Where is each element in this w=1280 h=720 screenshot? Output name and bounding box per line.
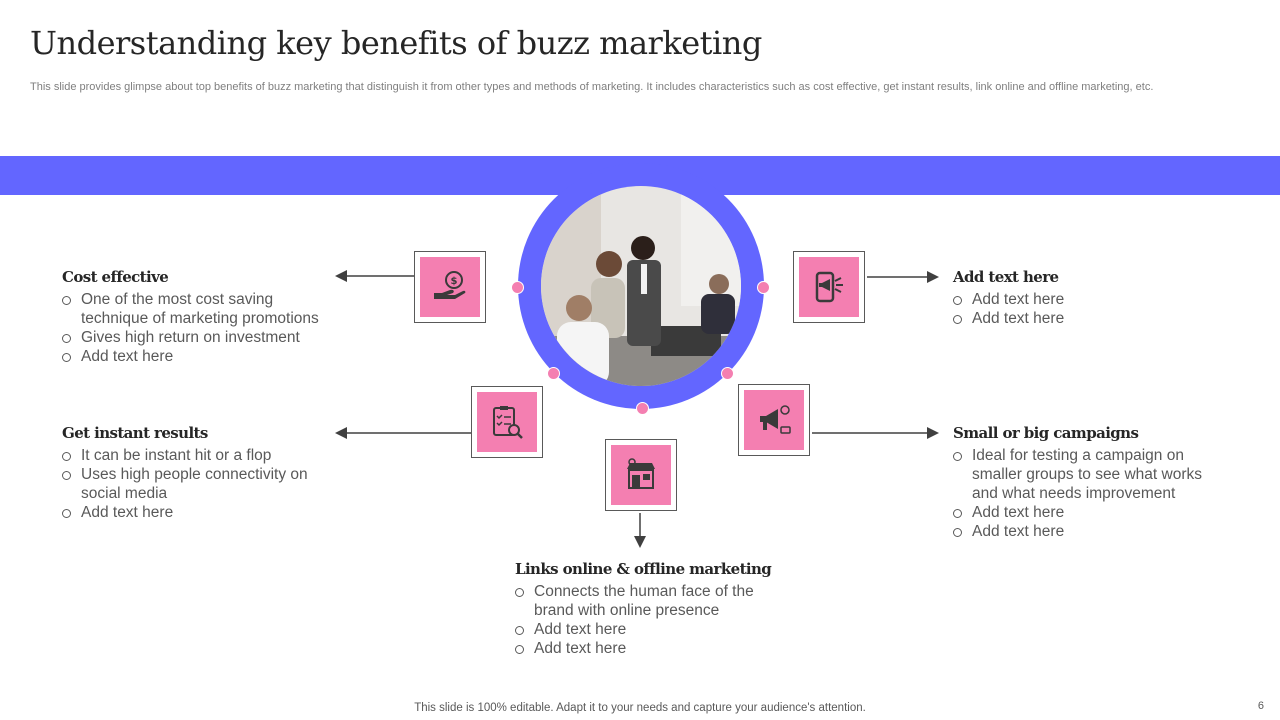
benefit-bullet: Connects the human face of the brand wit…	[515, 582, 775, 620]
slide-subtitle: This slide provides glimpse about top be…	[30, 81, 1154, 93]
add-text-iconbox	[793, 251, 865, 323]
benefit-bullet: Add text here	[515, 639, 775, 658]
megaphone-chat-icon	[760, 405, 791, 434]
benefit-heading: Get instant results	[62, 424, 208, 442]
benefit-bullet: Add text here	[62, 503, 322, 522]
benefit-bullet: Add text here	[62, 347, 342, 366]
ring-dot	[636, 402, 649, 415]
benefit-heading: Cost effective	[62, 268, 169, 286]
benefit-bullet: Add text here	[515, 620, 775, 639]
online-store-icon	[627, 458, 655, 489]
benefit-bullet: One of the most cost saving technique of…	[62, 290, 342, 328]
ring-dot	[511, 281, 524, 294]
cost-effective-iconbox: $	[414, 251, 486, 323]
benefit-bullet: Add text here	[953, 309, 1233, 328]
benefit-links-online-offline: Links online & offline marketing Connect…	[515, 560, 775, 658]
benefit-bullet: Add text here	[953, 522, 1223, 541]
benefit-bullet: Add text here	[953, 503, 1223, 522]
benefit-instant-results: Get instant results It can be instant hi…	[62, 424, 322, 522]
benefit-bullet: Ideal for testing a campaign on smaller …	[953, 446, 1223, 503]
slide-footer: This slide is 100% editable. Adapt it to…	[414, 702, 866, 714]
benefit-heading: Small or big campaigns	[953, 424, 1139, 442]
ring-dot	[721, 367, 734, 380]
benefit-heading: Add text here	[953, 268, 1059, 286]
benefit-cost-effective: Cost effective One of the most cost savi…	[62, 268, 342, 366]
slide-title: Understanding key benefits of buzz marke…	[30, 24, 762, 62]
benefit-add-text: Add text here Add text here Add text her…	[953, 268, 1233, 328]
benefit-bullet: It can be instant hit or a flop	[62, 446, 322, 465]
links-online-iconbox	[605, 439, 677, 511]
benefit-heading: Links online & offline marketing	[515, 560, 772, 578]
meeting-photo	[541, 186, 741, 386]
svg-text:$: $	[451, 276, 458, 287]
benefit-bullet: Uses high people connectivity on social …	[62, 465, 322, 503]
benefit-bullet: Gives high return on investment	[62, 328, 342, 347]
mobile-megaphone-icon	[815, 271, 843, 303]
small-big-iconbox	[738, 384, 810, 456]
ring-dot	[757, 281, 770, 294]
money-hand-icon: $	[434, 271, 466, 299]
checklist-search-icon	[493, 406, 523, 439]
ring-dot	[547, 367, 560, 380]
benefit-bullet: Add text here	[953, 290, 1233, 309]
benefit-small-big-campaigns: Small or big campaigns Ideal for testing…	[953, 424, 1223, 541]
instant-results-iconbox	[471, 386, 543, 458]
page-number: 6	[1257, 700, 1264, 712]
